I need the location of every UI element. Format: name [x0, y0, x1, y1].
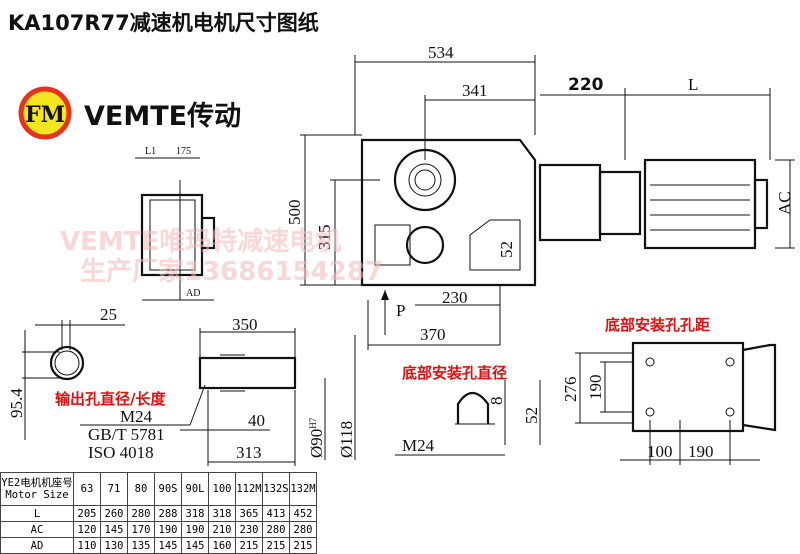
dim-40: 40 [248, 411, 265, 430]
table-cell: 215 [262, 537, 290, 554]
dim-341: 341 [462, 81, 488, 100]
label-p: P [396, 301, 405, 320]
dim-25: 25 [100, 305, 117, 324]
table-cell: 260 [100, 505, 128, 522]
size-cell: 80 [127, 472, 155, 506]
dim-370: 370 [420, 325, 446, 344]
table-cell: 145 [100, 521, 128, 538]
watermark-line1: VEMTE唯玛特减速电机 [60, 226, 341, 257]
table-cell: 413 [262, 505, 290, 522]
table-cell: 190 [154, 521, 182, 538]
size-cell: 63 [73, 472, 101, 506]
side-view: L1 175 AD [135, 146, 216, 301]
size-cell: 132S [262, 472, 290, 506]
dim-95-4: 95.4 [7, 388, 26, 418]
dim-350: 350 [232, 315, 258, 334]
table-cell: 280 [127, 505, 155, 522]
table-cell: 215 [235, 537, 263, 554]
main-view: 534 341 220 L AC 500 315 52 P 230 370 [285, 43, 795, 350]
mount-spacing-view: 底部安装孔孔距 276 190 100 190 [561, 316, 777, 465]
output-bore-label: 输出孔直径/长度 [55, 390, 166, 408]
size-cell: 132M [289, 472, 317, 506]
table-cell: 215 [289, 537, 317, 554]
dim-52-hole: 52 [522, 407, 541, 424]
table-cell: 210 [208, 521, 236, 538]
size-cell: 90S [154, 472, 182, 506]
table-cell: 205 [73, 505, 101, 522]
table-cell: 288 [154, 505, 182, 522]
mount-hole-label: 底部安装孔直径 [402, 364, 507, 382]
table-cell: 318 [208, 505, 236, 522]
row-label: AD [0, 537, 74, 554]
dim-190-vertical: 190 [586, 375, 605, 401]
table-cell: 280 [262, 521, 290, 538]
size-cell: 100 [208, 472, 236, 506]
watermark-line2: 生产厂家13686154287 [80, 256, 383, 287]
mount-spacing-label: 底部安装孔孔距 [605, 316, 710, 334]
size-cell: 71 [100, 472, 128, 506]
dim-500: 500 [285, 200, 304, 226]
page-title: KA107R77减速机电机尺寸图纸 [8, 11, 319, 35]
table-cell: 230 [235, 521, 263, 538]
dim-230: 230 [442, 288, 468, 307]
dim-l1: L1 [145, 146, 156, 157]
dim-ac: AC [775, 191, 794, 215]
vemte-logo: FM VEMTE传动 [18, 86, 241, 140]
header-en: Motor Size [5, 489, 69, 501]
dim-315: 315 [315, 225, 334, 251]
dim-175: 175 [176, 146, 191, 157]
dim-dia118: Ø118 [337, 421, 356, 458]
dim-534: 534 [428, 43, 454, 62]
size-cell: 90L [181, 472, 209, 506]
mount-hole-view: 底部安装孔直径 8 52 M24 [395, 364, 541, 456]
table-cell: 110 [73, 537, 101, 554]
dim-dia90: Ø90H7 [307, 417, 326, 458]
dim-220: 220 [568, 75, 604, 95]
dim-ad: AD [186, 288, 200, 299]
table-cell: 318 [181, 505, 209, 522]
output-bore-view: 25 95.4 350 输出孔直径/长度 M24 GB/T 5781 ISO 4… [7, 305, 356, 466]
dim-52: 52 [497, 241, 516, 258]
row-label: L [0, 505, 74, 522]
size-cell: 112M [235, 472, 263, 506]
header-cn: YE2电机机座号 [1, 477, 73, 489]
table-cell: 130 [100, 537, 128, 554]
dim-8: 8 [487, 397, 506, 406]
bolt-m24-hole: M24 [402, 436, 435, 455]
table-cell: 280 [289, 521, 317, 538]
table-cell: 120 [73, 521, 101, 538]
table-cell: 452 [289, 505, 317, 522]
standard-iso: ISO 4018 [88, 443, 154, 462]
table-cell: 160 [208, 537, 236, 554]
table-cell: 145 [181, 537, 209, 554]
logo-emblem-icon [18, 86, 72, 140]
logo-brand: VEMTE传动 [84, 101, 241, 132]
row-label: AC [0, 521, 74, 538]
dim-276: 276 [561, 377, 580, 403]
table-cell: 190 [181, 521, 209, 538]
table-cell: 135 [127, 537, 155, 554]
table-cell: 170 [127, 521, 155, 538]
table-cell: 365 [235, 505, 263, 522]
dim-190-horizontal: 190 [688, 442, 714, 461]
dim-100: 100 [647, 442, 673, 461]
dim-l: L [688, 75, 698, 94]
logo-mark: FM [25, 102, 65, 128]
table-cell: 145 [154, 537, 182, 554]
bolt-m24: M24 [120, 407, 153, 426]
standard-gb: GB/T 5781 [88, 425, 165, 444]
dim-313: 313 [236, 443, 262, 462]
